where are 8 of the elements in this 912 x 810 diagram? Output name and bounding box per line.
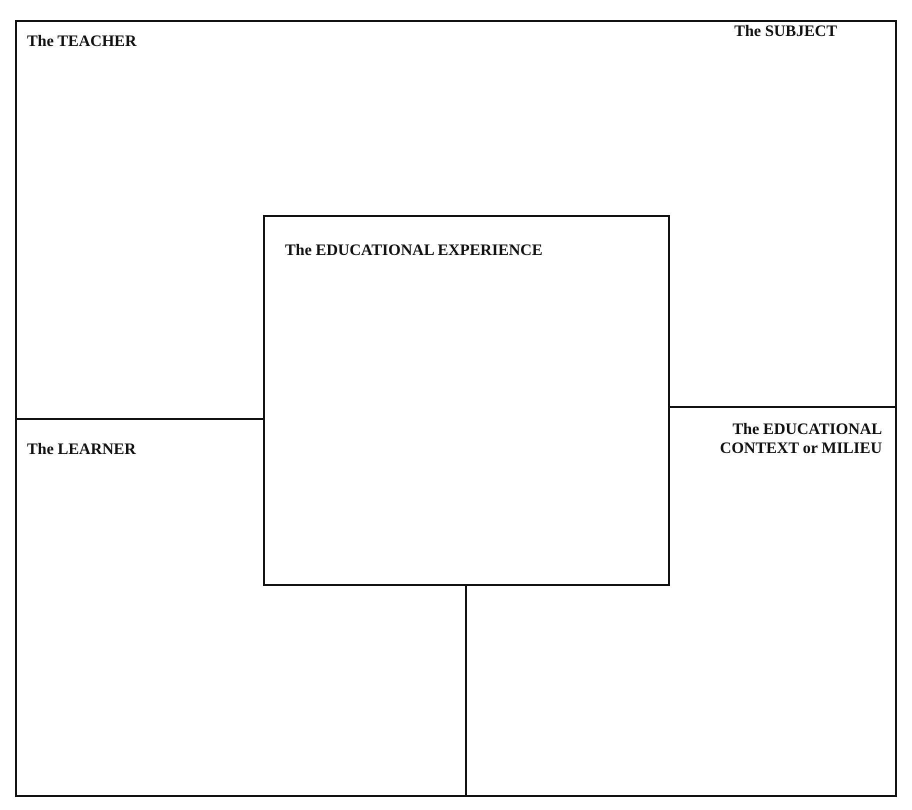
heading: The EDUCATIONAL CONTEXT or MILIEU xyxy=(718,420,882,458)
center-box xyxy=(263,215,670,586)
heading: The EDUCATIONAL EXPERIENCE xyxy=(285,241,544,260)
heading: The SUBJECT xyxy=(733,22,837,42)
quadrant-box xyxy=(670,406,897,797)
heading: The LEARNER xyxy=(27,440,137,460)
quadrant-box xyxy=(15,418,263,797)
heading: The TEACHER xyxy=(27,32,138,52)
